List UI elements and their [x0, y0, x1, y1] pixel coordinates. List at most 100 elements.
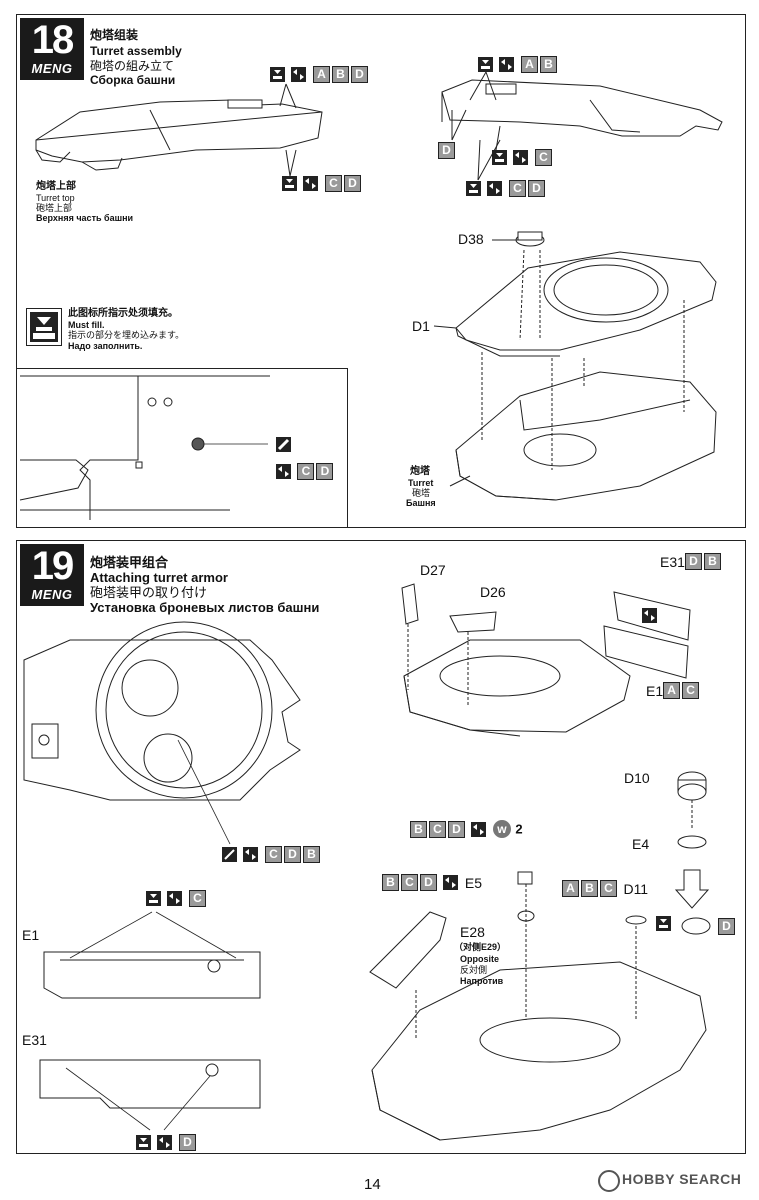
tag-b: B [703, 553, 721, 571]
tag-c: C [600, 880, 617, 898]
brand-logo: MENG [31, 61, 73, 76]
tag-a: A [663, 682, 681, 700]
step-number: 19 [31, 544, 75, 588]
tag-d: D [350, 66, 368, 84]
turret-top-en: Turret top [36, 193, 75, 203]
swap-icon [291, 67, 307, 83]
fill-icon [282, 176, 297, 192]
tag-c: C [534, 149, 552, 167]
fill-legend-zh: 此图标所指示处须填充。 [68, 308, 178, 319]
step18-title-jp: 砲塔の組み立て [90, 59, 175, 73]
part-d27: D27 [420, 562, 446, 578]
e1-plate-tags: C [146, 890, 208, 908]
tag-a: A [520, 56, 538, 74]
swap-icon [167, 891, 183, 907]
brand-logo: MENG [31, 587, 73, 602]
tag-a: A [312, 66, 330, 84]
tag-c: C [297, 463, 315, 481]
e28-opposite-zh: （对侧E29） [454, 942, 507, 952]
tag-d: D [718, 918, 735, 936]
tag-b: B [410, 820, 427, 838]
e28-opposite-ru: Напротив [460, 976, 504, 986]
fill-icon [270, 67, 285, 83]
swap-icon [157, 1135, 173, 1151]
tag-c: C [429, 820, 446, 838]
tag-b: B [581, 880, 598, 898]
part-e28: E28 [460, 924, 485, 940]
fill-legend-ru: Надо заполнить. [68, 341, 143, 351]
turret-top-ru: Верхняя часть башни [36, 213, 134, 223]
tag-d: D [527, 180, 545, 198]
step19-title-jp: 砲塔装甲の取り付け [90, 585, 208, 600]
step19-title-ru: Установка броневых листов башни [90, 600, 320, 615]
tag-a: A [562, 880, 579, 898]
w-count: 2 [515, 821, 523, 837]
fill-legend-icon [26, 308, 62, 346]
e1-plate-label: E1 [22, 927, 40, 943]
turret-label-zh: 炮塔 [410, 466, 430, 477]
part-e1: E1 [646, 682, 664, 699]
w-label: w [497, 822, 507, 836]
step19-badge: 19 MENG [20, 544, 84, 606]
swap-icon [471, 821, 487, 837]
swap-icon [243, 847, 259, 863]
tag-d: D [283, 846, 301, 864]
step18-title-en: Turret assembly [90, 44, 182, 58]
part-d10: D10 [624, 770, 650, 786]
tag-b: B [539, 56, 557, 74]
part-d11: D11 [623, 880, 649, 897]
tag-d: D [178, 1134, 196, 1152]
turret-label-ru: Башня [406, 498, 436, 508]
fill-icon [656, 916, 671, 932]
swap-mid [642, 607, 659, 624]
tag-fill-c: C [492, 149, 554, 167]
tag-d: D [420, 874, 437, 892]
fill-legend-en: Must fill. [68, 320, 105, 330]
swap-icon [276, 464, 291, 480]
fill-icon [136, 1135, 151, 1151]
tag-b: B [331, 66, 349, 84]
tag-b: B [302, 846, 320, 864]
fill-legend-jp: 指示の部分を埋め込みます。 [68, 330, 185, 340]
hobby-search-logo-icon [598, 1170, 620, 1192]
tag-d: D [684, 553, 702, 571]
tag-c: C [188, 890, 206, 908]
step18-badge: 18 MENG [20, 18, 84, 80]
step19-title-zh: 炮塔装甲组合 [90, 555, 169, 570]
e31-plate-label: E31 [22, 1032, 47, 1048]
tag-d: D [438, 142, 455, 160]
tag-d: D [343, 175, 361, 193]
step18-title-zh: 炮塔组装 [90, 28, 139, 42]
turret-top-jp: 砲塔上部 [36, 203, 73, 213]
file-icon [276, 437, 291, 453]
step18-title-ru: Сборка башни [90, 73, 176, 87]
e28-opposite-en: Opposite [460, 954, 500, 964]
page-number: 14 [364, 1176, 381, 1193]
fill-icon [466, 181, 481, 197]
turret-label-en: Turret [408, 478, 434, 488]
cut-icon [222, 847, 237, 863]
part-d26: D26 [480, 584, 506, 600]
step-number: 18 [31, 18, 75, 62]
d11-tag-d: D [718, 918, 737, 936]
tag-c: C [401, 874, 418, 892]
swap-icon [499, 57, 515, 73]
fill-icon [146, 891, 161, 907]
tag-c: C [682, 682, 700, 700]
part-d38: D38 [458, 231, 484, 247]
tag-d: D [448, 820, 465, 838]
glue-w-icon: w [492, 820, 511, 838]
swap-icon [513, 150, 529, 166]
tag-c: C [508, 180, 526, 198]
